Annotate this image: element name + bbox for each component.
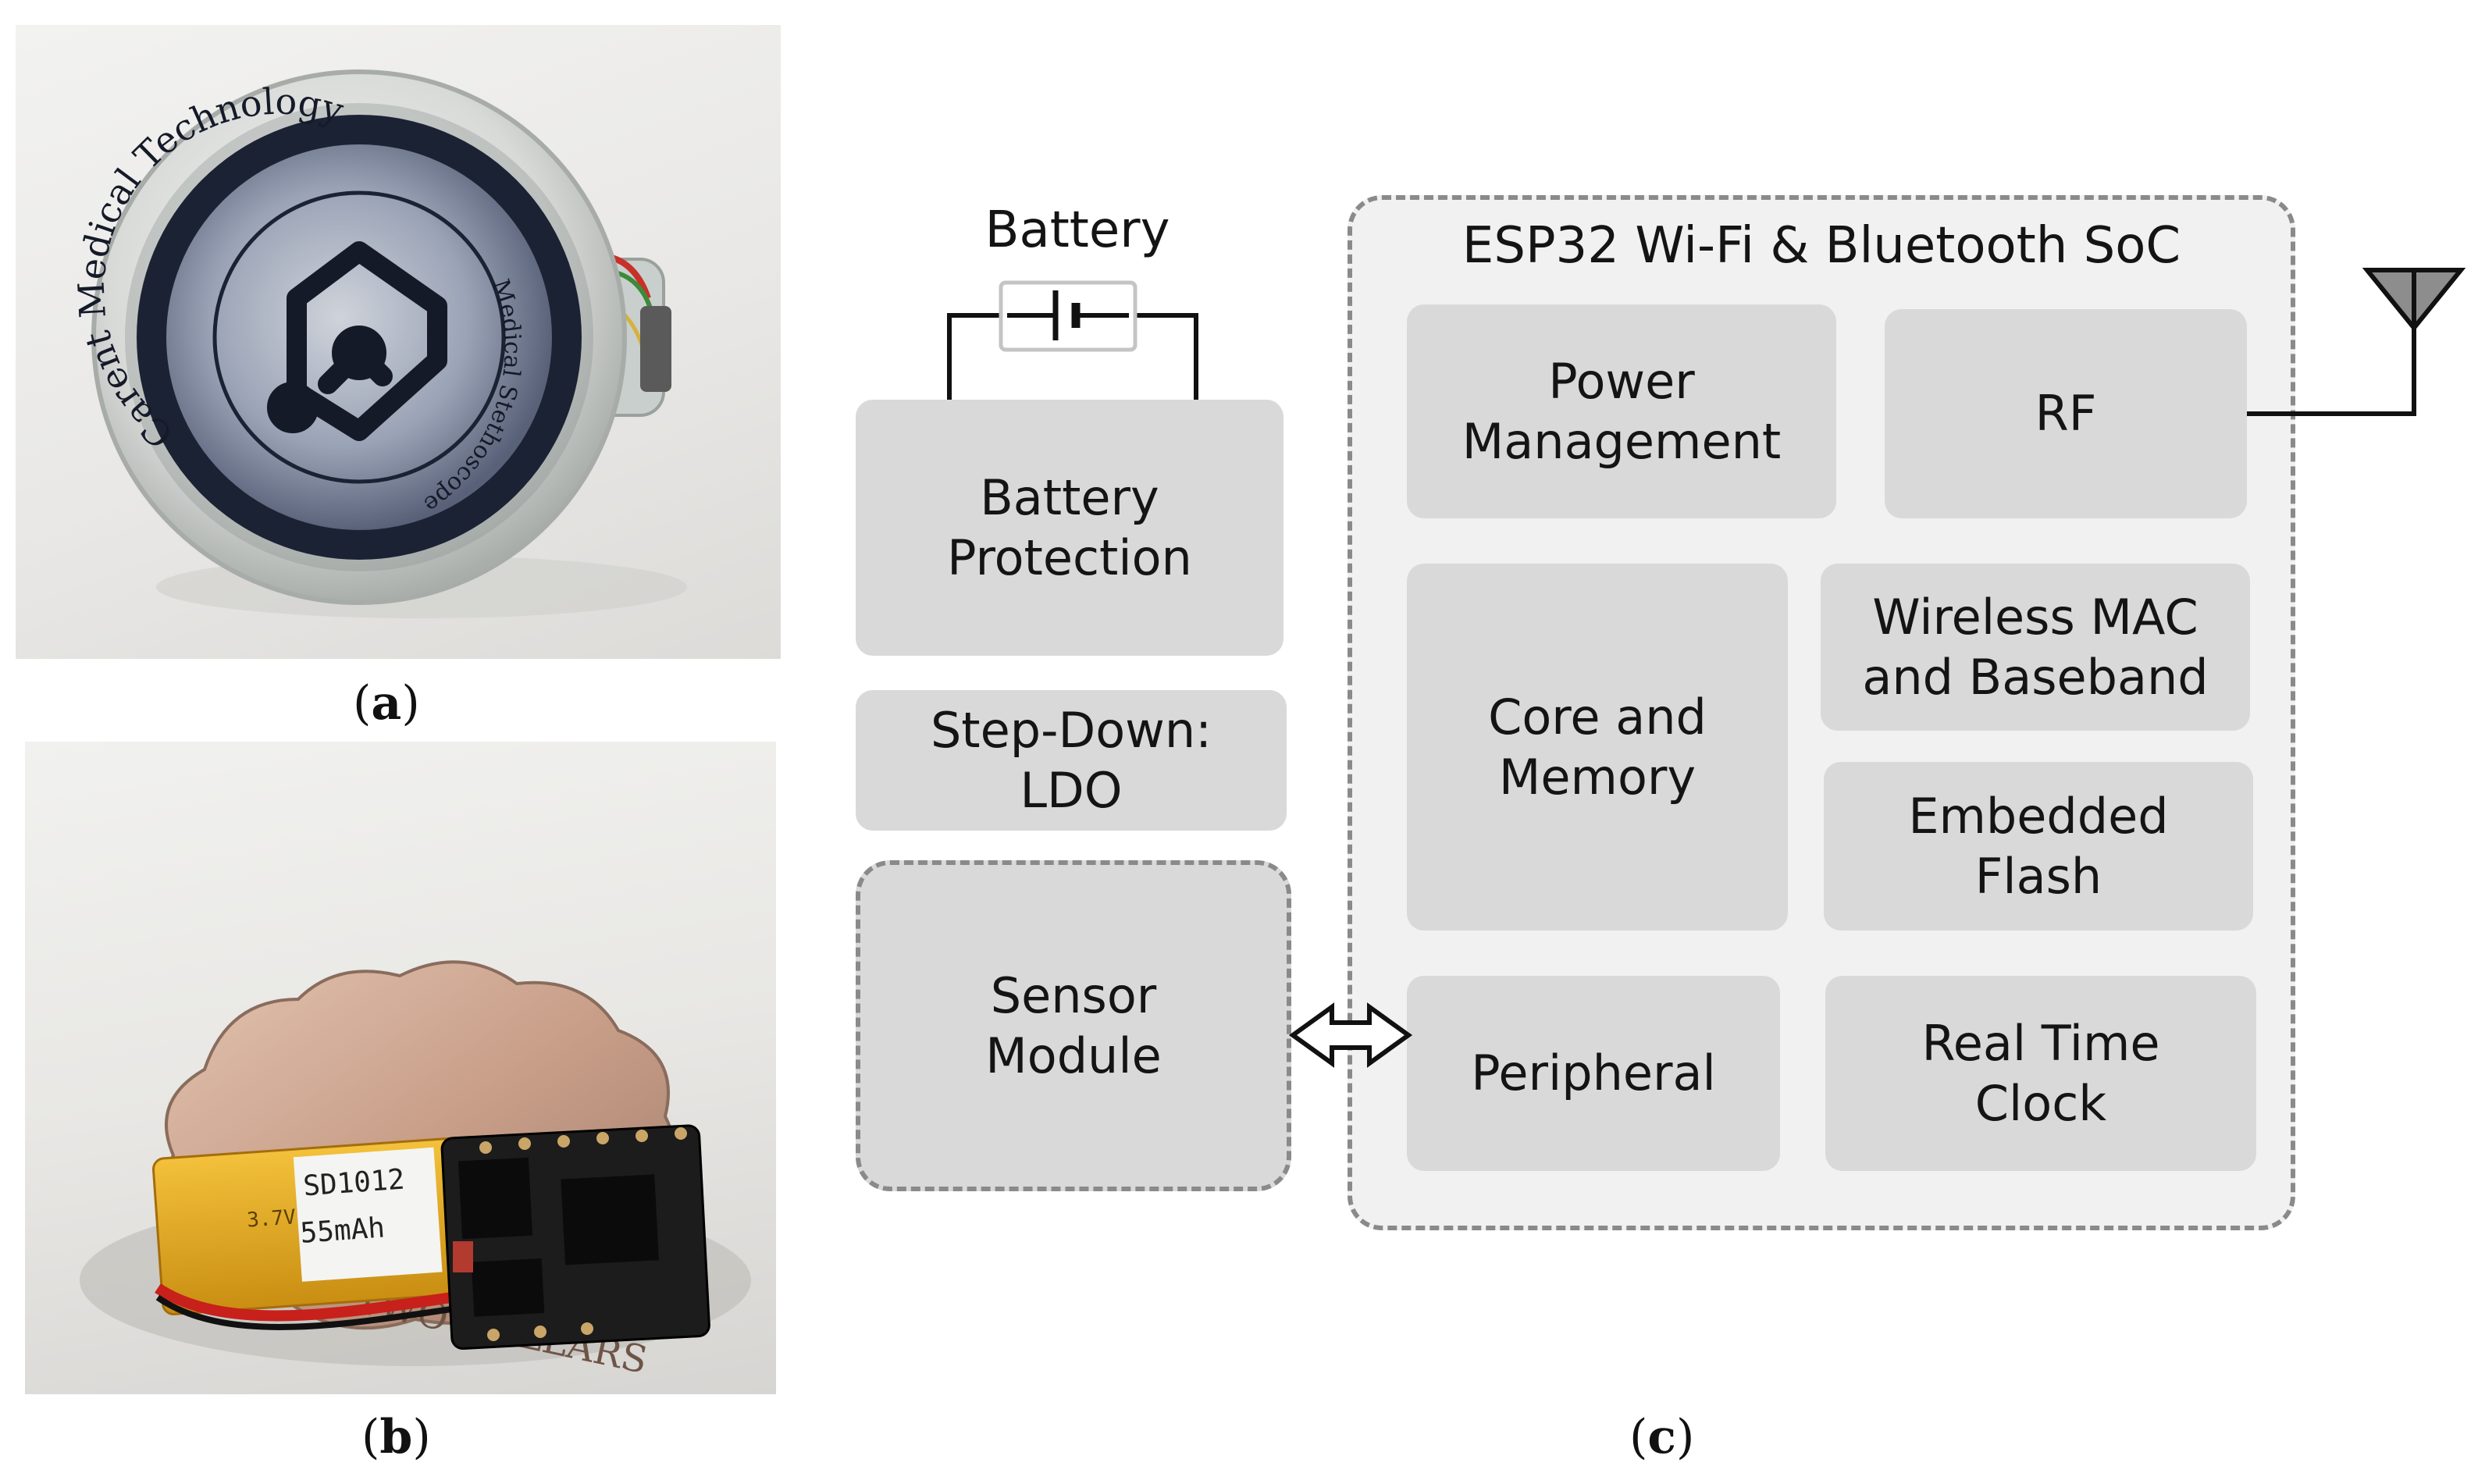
battery-label: Battery bbox=[984, 201, 1170, 259]
step-down-ldo-box: Step-Down: LDO bbox=[856, 690, 1287, 831]
battery-label-voltage: 3.7V bbox=[246, 1205, 297, 1232]
step-down-ldo-label: Step-Down: LDO bbox=[930, 701, 1212, 820]
wireless-mac-box: Wireless MAC and Baseband bbox=[1821, 564, 2250, 731]
rf-antenna-wire bbox=[2247, 328, 2416, 416]
peripheral-label: Peripheral bbox=[1471, 1044, 1716, 1102]
power-management-label: Power Management bbox=[1462, 352, 1782, 471]
rf-box: RF bbox=[1885, 309, 2247, 518]
peripheral-box: Peripheral bbox=[1407, 976, 1780, 1171]
core-memory-box: Core and Memory bbox=[1407, 564, 1788, 931]
battery-protection-box: Battery Protection bbox=[856, 400, 1284, 656]
battery-wire bbox=[947, 313, 1198, 400]
rf-label: RF bbox=[2035, 385, 2097, 443]
embedded-flash-label: Embedded Flash bbox=[1908, 787, 2169, 906]
sensor-module-box bbox=[856, 860, 1291, 1191]
photo-chest-piece: Carent Medical Technology Medical Stetho… bbox=[16, 25, 781, 659]
core-memory-label: Core and Memory bbox=[1488, 688, 1707, 806]
module-coin-illustration: TWO DOLLARS 20 SD1012 55mAh 3.7V bbox=[80, 960, 751, 1383]
caption-c: (c) bbox=[1629, 1410, 1695, 1464]
soc-title: ESP32 Wi-Fi & Bluetooth SoC bbox=[1462, 217, 2181, 275]
embedded-flash-box: Embedded Flash bbox=[1824, 762, 2253, 931]
battery-label-capacity: 55mAh bbox=[299, 1212, 386, 1249]
double-arrow-icon bbox=[1288, 1002, 1413, 1068]
caption-a: (a) bbox=[353, 676, 420, 731]
battery-protection-label: Battery Protection bbox=[947, 468, 1192, 587]
sensor-module-label-wrap: Sensor Module bbox=[856, 860, 1291, 1191]
antenna-icon bbox=[2362, 268, 2466, 332]
battery-symbol-icon bbox=[999, 280, 1138, 352]
battery-label-model: SD1012 bbox=[302, 1163, 406, 1202]
caption-b: (b) bbox=[361, 1410, 431, 1464]
wireless-mac-label: Wireless MAC and Baseband bbox=[1862, 588, 2209, 706]
chest-piece-illustration: Carent Medical Technology Medical Stetho… bbox=[69, 69, 687, 618]
power-management-box: Power Management bbox=[1407, 304, 1836, 518]
sensor-module-label: Sensor Module bbox=[985, 966, 1162, 1085]
real-time-clock-box: Real Time Clock bbox=[1825, 976, 2256, 1171]
photo-module-on-coin: TWO DOLLARS 20 SD1012 55mAh 3.7V bbox=[25, 742, 776, 1394]
brand-logo-icon bbox=[267, 241, 447, 441]
real-time-clock-label: Real Time Clock bbox=[1921, 1014, 2160, 1133]
